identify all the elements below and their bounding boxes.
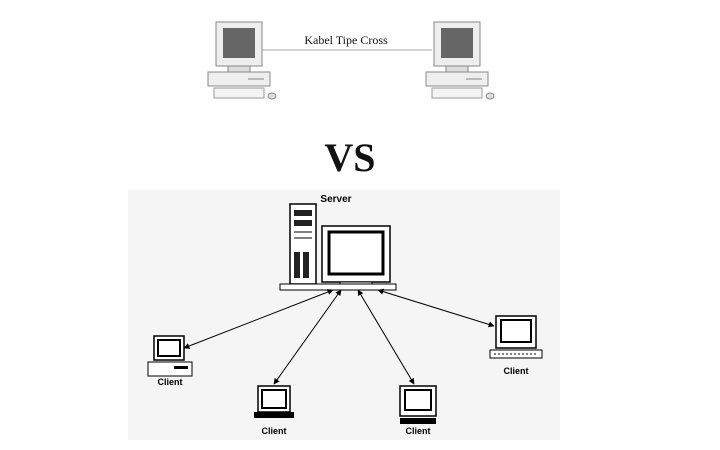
client-server-diagram: Server Client (128, 190, 560, 440)
link-client-3 (357, 289, 415, 385)
cable-label: Kabel Tipe Cross (304, 33, 388, 47)
crossover-svg: Kabel Tipe Cross (207, 21, 495, 100)
client-4-label: Client (503, 366, 528, 376)
server-tower-icon (289, 203, 317, 285)
client-1-icon (147, 335, 193, 377)
left-pc-icon (207, 21, 277, 100)
link-client-2 (273, 289, 342, 385)
vs-heading: VS (324, 135, 376, 180)
client-2-label: Client (261, 426, 286, 436)
client-3-icon (399, 385, 437, 424)
client-1-label: Client (157, 377, 182, 387)
client-2-icon (254, 385, 294, 418)
server-monitor-icon (279, 225, 397, 291)
client-4-icon (489, 315, 543, 359)
client-server-svg: Server Client (147, 194, 543, 436)
crossover-diagram: Kabel Tipe Cross (200, 8, 520, 113)
client-3-label: Client (405, 426, 430, 436)
link-client-4 (377, 288, 495, 328)
server-label: Server (320, 194, 351, 205)
link-client-1 (183, 289, 334, 349)
right-pc-icon (425, 21, 495, 100)
